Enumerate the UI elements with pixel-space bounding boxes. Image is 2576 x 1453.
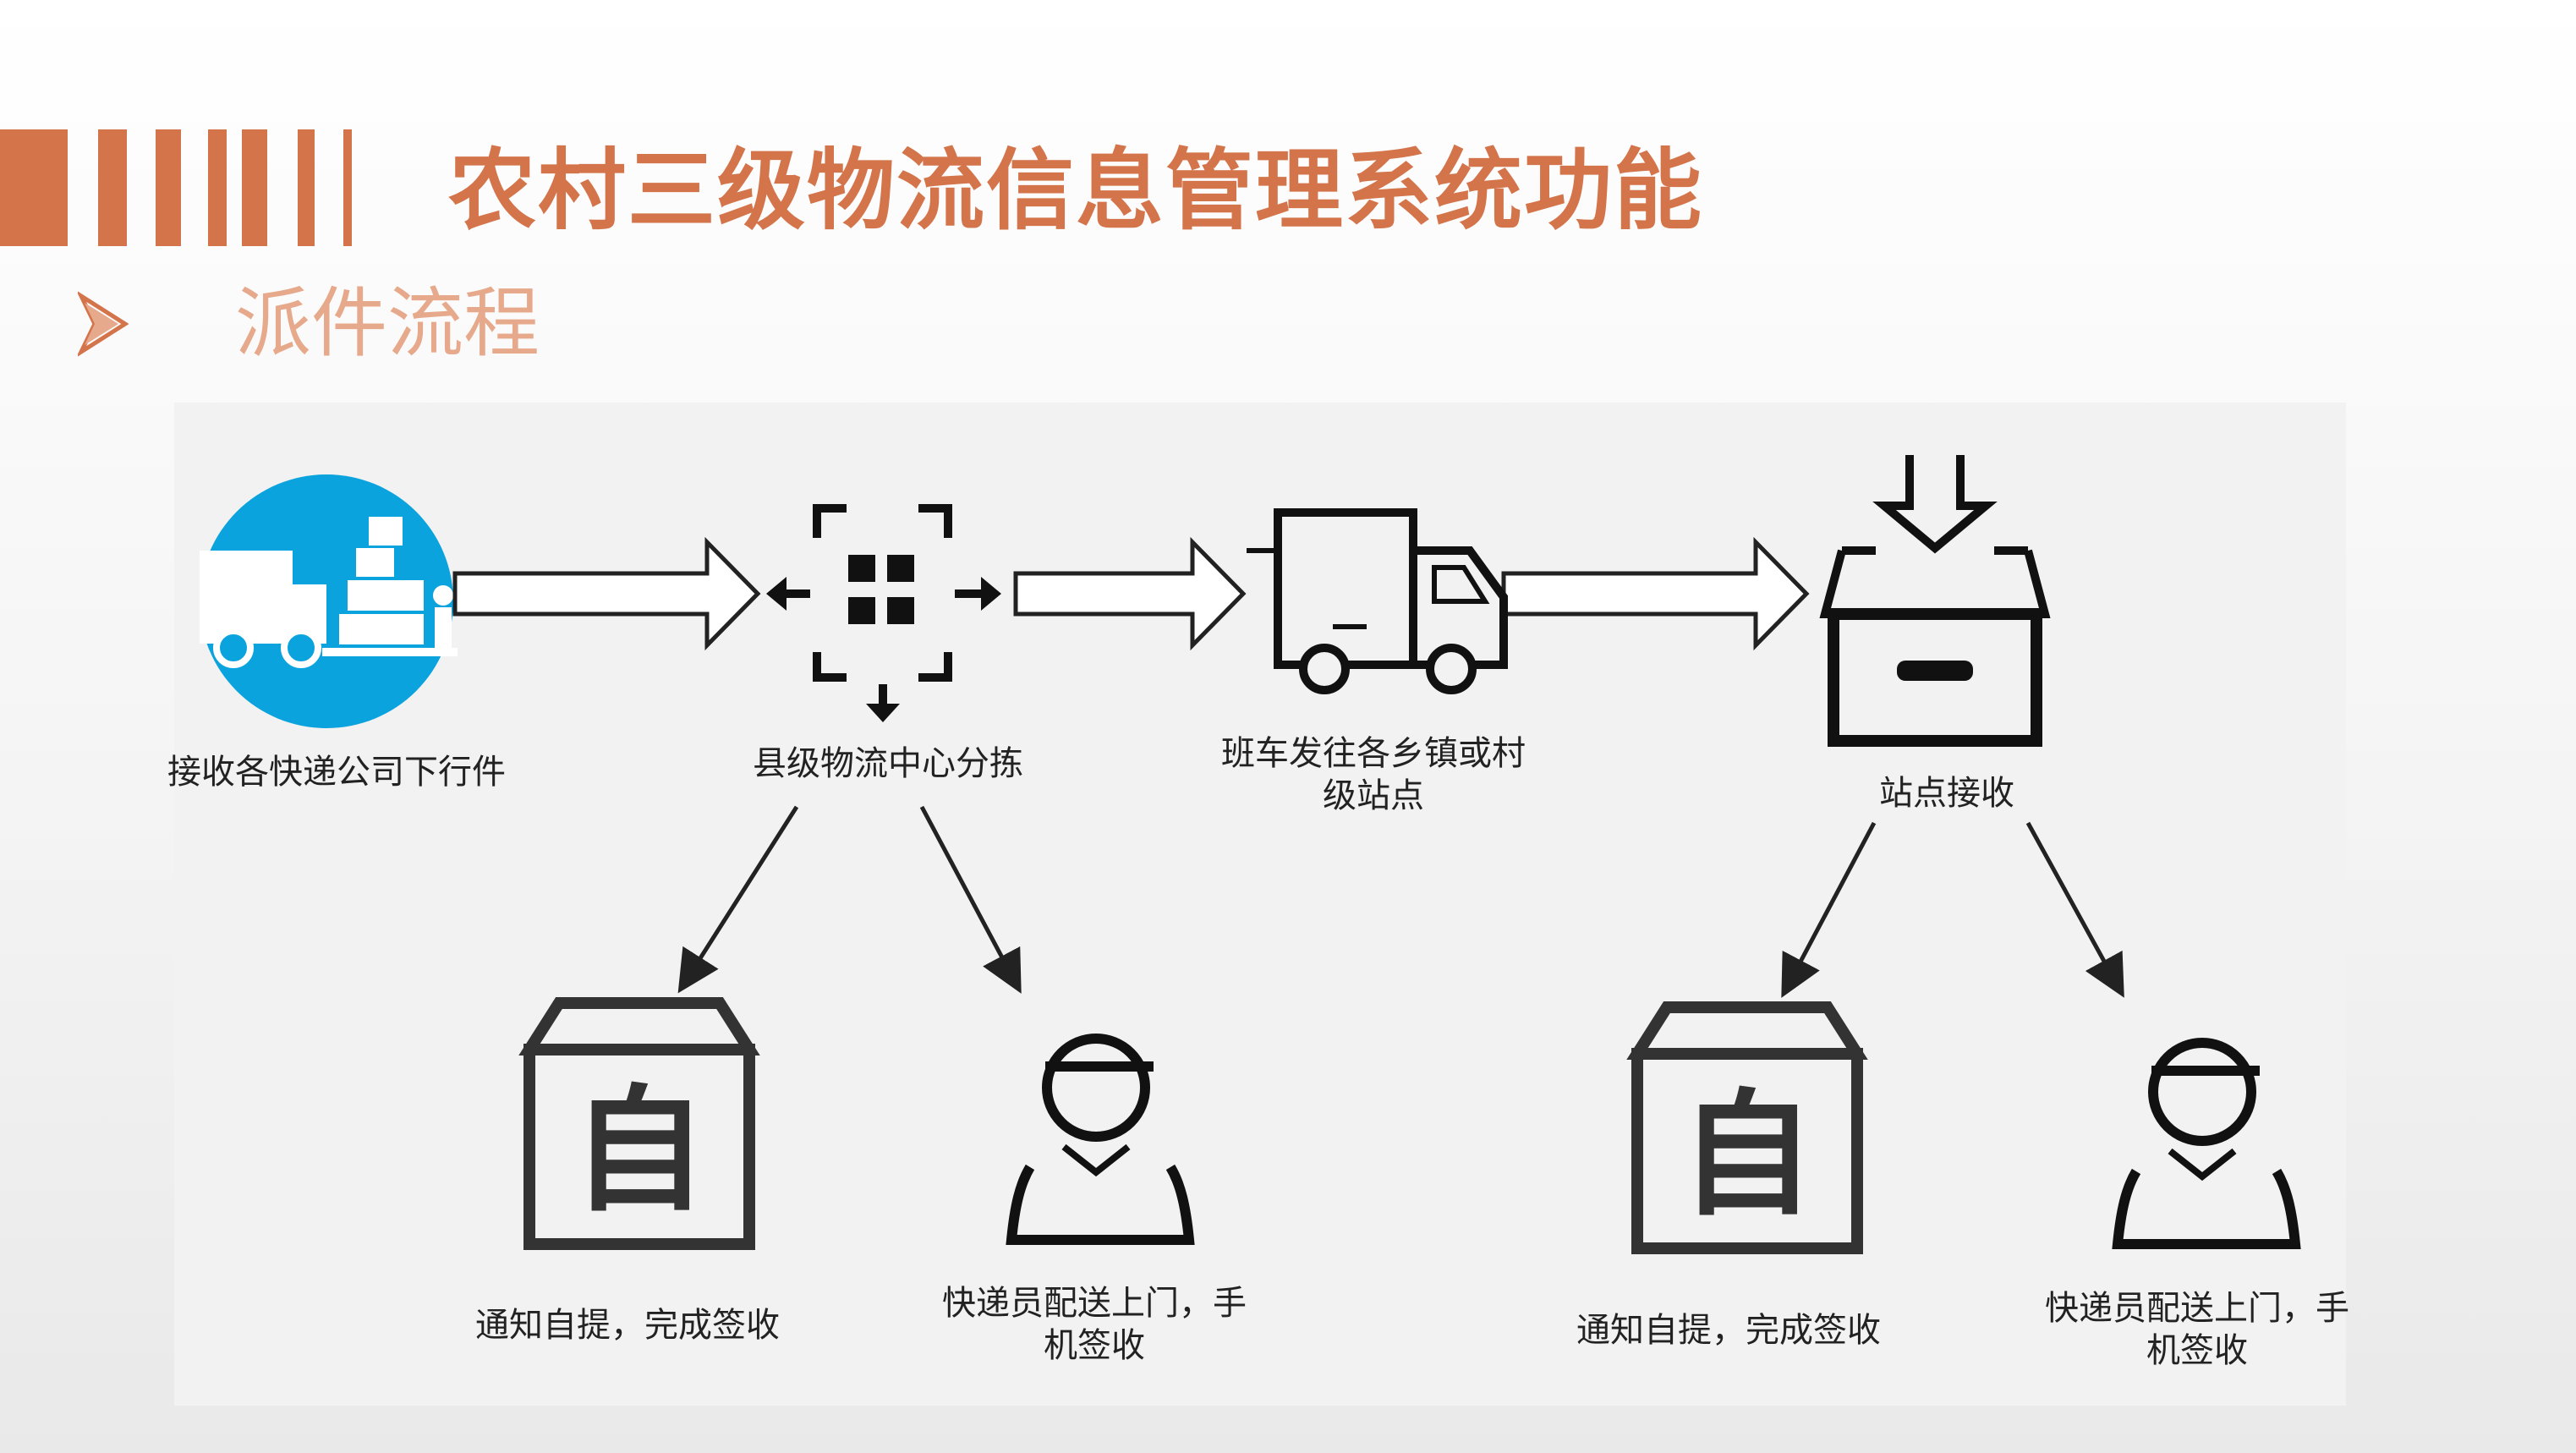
header-stripes	[0, 129, 364, 246]
self-pickup-box-icon	[1626, 1001, 1868, 1254]
courier-person-icon	[1006, 1034, 1195, 1245]
branch-arrow-right-1	[1781, 821, 1877, 998]
branch-label-line2: 机签收	[1044, 1326, 1145, 1365]
courier-person-icon	[2112, 1038, 2301, 1249]
branch-arrow-right-2	[2025, 821, 2124, 998]
branch-label-line2: 机签收	[2146, 1331, 2248, 1370]
branch-label: 通知自提，完成签收	[475, 1306, 780, 1345]
flow-arrow-2	[1013, 536, 1247, 651]
branch-arrow-left-1	[677, 805, 799, 994]
step-label: 站点接收	[1879, 774, 2014, 813]
branch-label: 通知自提，完成签收	[1576, 1311, 1881, 1350]
step-label-line2: 级站点	[1323, 776, 1424, 815]
self-pickup-glyph: 自	[1679, 1076, 1816, 1234]
sorting-grid-icon	[781, 504, 988, 709]
flow-arrow-1	[452, 536, 761, 651]
step-label: 接收各快递公司下行件	[167, 753, 506, 792]
section-subtitle: 派件流程	[235, 279, 540, 368]
branch-label: 快递员配送上门，手	[942, 1284, 1247, 1323]
dispatch-flow-diagram: 自 自 接收各快递公司下行件 县级物流中心分拣 班车发往各乡镇或村 级站点 站点…	[167, 403, 2349, 1406]
self-pickup-glyph: 自	[571, 1072, 708, 1230]
flow-arrow-3	[1501, 536, 1810, 651]
truck-icon	[1247, 508, 1508, 669]
delivery-scene-icon	[200, 474, 458, 728]
receive-box-icon	[1819, 455, 2051, 747]
branch-label: 快递员配送上门，手	[2045, 1289, 2349, 1328]
step-label: 班车发往各乡镇或村	[1221, 734, 1526, 773]
self-pickup-box-icon	[518, 997, 760, 1250]
arrow-bullet-icon	[78, 291, 129, 357]
branch-arrow-left-2	[919, 805, 1022, 994]
step-label: 县级物流中心分拣	[753, 744, 1023, 783]
page-title: 农村三级物流信息管理系统功能	[448, 139, 1704, 242]
